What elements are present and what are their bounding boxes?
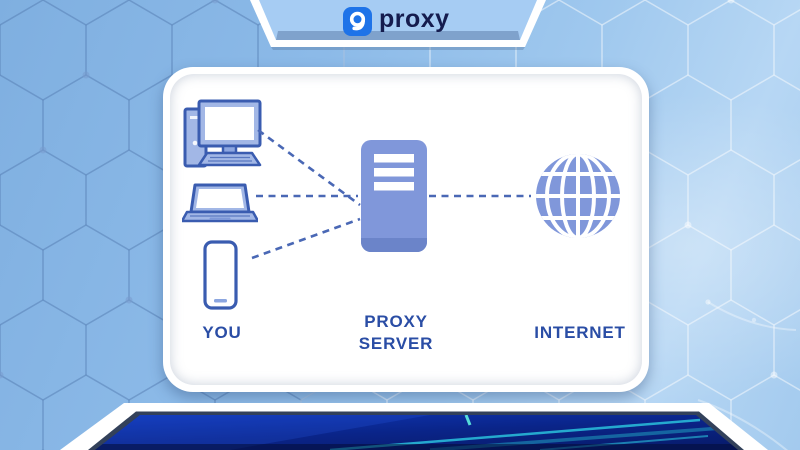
proxy-server-label-line2: SERVER xyxy=(358,334,434,353)
top-banner-drop-shadow xyxy=(271,47,525,50)
desktop-computer-icon xyxy=(183,99,262,168)
internet-label: INTERNET xyxy=(534,323,626,342)
nine-proxy-logo-icon xyxy=(343,7,372,36)
top-banner xyxy=(250,0,546,50)
top-banner-inner-shadow xyxy=(276,31,520,40)
laptop-icon xyxy=(182,183,258,223)
proxy-server-icon xyxy=(361,140,427,252)
smartphone-icon xyxy=(203,240,238,310)
proxy-server-label-line1: PROXY xyxy=(364,312,428,331)
top-banner-fill xyxy=(259,0,537,40)
proxy-server-label: PROXY SERVER xyxy=(331,311,461,355)
bottom-banner xyxy=(60,403,768,450)
bottom-banner-fill xyxy=(95,415,738,450)
you-label: YOU xyxy=(202,323,242,342)
globe-icon xyxy=(536,154,620,238)
brand-wordmark: proxy xyxy=(379,5,450,33)
